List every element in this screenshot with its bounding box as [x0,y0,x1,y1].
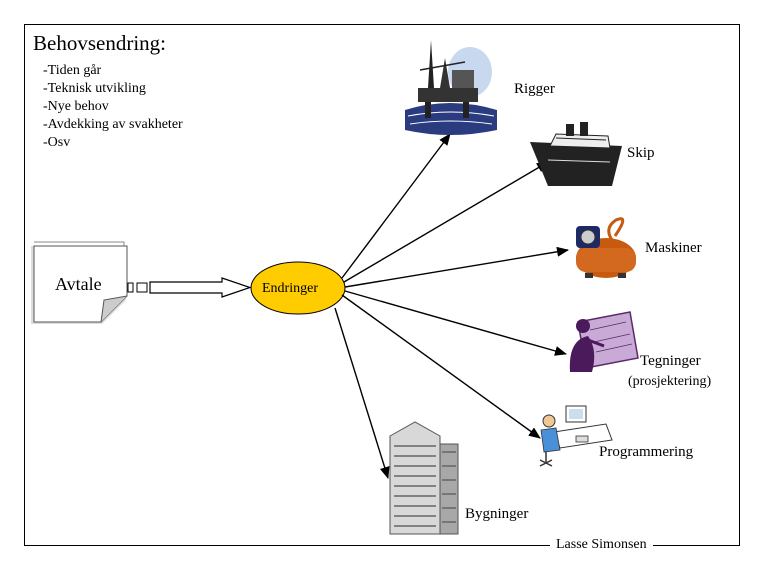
bullet-list: -Tiden går -Teknisk utvikling -Nye behov… [43,62,183,152]
arrow-to-rigger [341,133,451,279]
block-arrow [127,277,252,298]
drafting-person-icon [569,311,639,372]
arrow-to-maskiner [344,246,569,288]
footer-author: Lasse Simonsen [550,537,653,553]
arrow-to-tegninger [344,290,567,356]
slide-title: Behovsendring: [33,31,166,55]
bullet-item: -Tiden går [43,63,102,78]
rigger-label: Rigger [514,81,555,97]
endringer-label: Endringer [262,281,318,296]
oil-rig-icon [405,40,497,135]
arrow-to-skip [343,161,549,283]
tegninger-sub-label: (prosjektering) [628,374,712,389]
arrow-to-bygninger [334,307,390,479]
avtale-label: Avtale [55,274,102,294]
endringer-ellipse [250,261,346,315]
programmer-at-desk-icon [539,405,613,467]
tegninger-label: Tegninger [640,353,701,369]
programmering-label: Programmering [599,444,694,460]
connector-arrows [334,133,569,479]
arrow-to-programmering [341,294,541,439]
office-building-icon [389,421,459,535]
bygninger-label: Bygninger [465,506,529,522]
water-pump-icon [576,217,636,278]
maskiner-label: Maskiner [645,240,702,256]
bullet-item: -Osv [43,135,71,150]
avtale-document-shape [31,241,128,324]
skip-label: Skip [627,145,655,161]
bullet-item: -Avdekking av svakheter [43,117,183,132]
bullet-item: -Teknisk utvikling [43,81,146,96]
bullet-item: -Nye behov [43,99,109,114]
ship-icon [530,122,622,186]
slide-frame [24,24,740,546]
